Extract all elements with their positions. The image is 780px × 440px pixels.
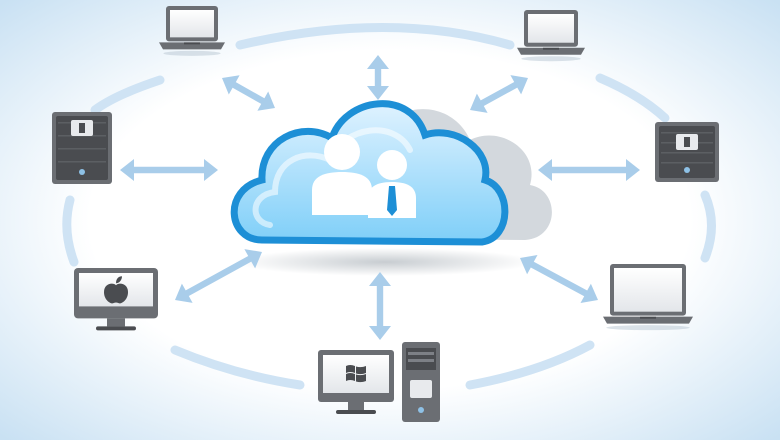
nas-drive-left [52, 112, 112, 184]
ring-segment-top-left [90, 75, 165, 115]
apple-logo-icon [104, 276, 128, 304]
user-figure-large [312, 134, 372, 215]
ring-segment-top [235, 23, 515, 50]
ring-segment-right [700, 190, 716, 263]
cloud-front-shape [230, 100, 509, 246]
tie-icon [387, 186, 397, 216]
ring-segment-left [62, 195, 79, 267]
ring-segment-top-right [595, 73, 670, 123]
apple-monitor [74, 268, 158, 331]
arrow-top [367, 55, 389, 100]
connection-ring [62, 23, 716, 390]
arrow-bottom-right [520, 255, 598, 303]
cloud-drop-shadow [235, 248, 535, 276]
arrow-left [120, 159, 218, 181]
windows-desktop [318, 342, 440, 422]
windows-logo-icon [346, 365, 366, 383]
ring-segment-bottom-right [465, 340, 595, 390]
cloud-users-icon [230, 100, 509, 246]
ring-segment-bottom-left [170, 345, 305, 390]
arrow-top-right [470, 75, 528, 113]
laptop-top-left [159, 6, 225, 56]
arrows-group [120, 55, 640, 340]
arrow-top-left [222, 75, 275, 111]
nas-drive-right [655, 122, 719, 182]
cloud-highlight [252, 127, 413, 228]
arrow-right [538, 159, 640, 181]
devices-group [52, 6, 719, 422]
laptop-bottom-right [603, 264, 693, 331]
nas-drive-icon [655, 122, 719, 182]
arrow-bottom-left [175, 249, 262, 303]
arrow-bottom [369, 272, 391, 340]
laptop-top-right [517, 10, 585, 62]
nas-drive-icon [52, 112, 112, 184]
